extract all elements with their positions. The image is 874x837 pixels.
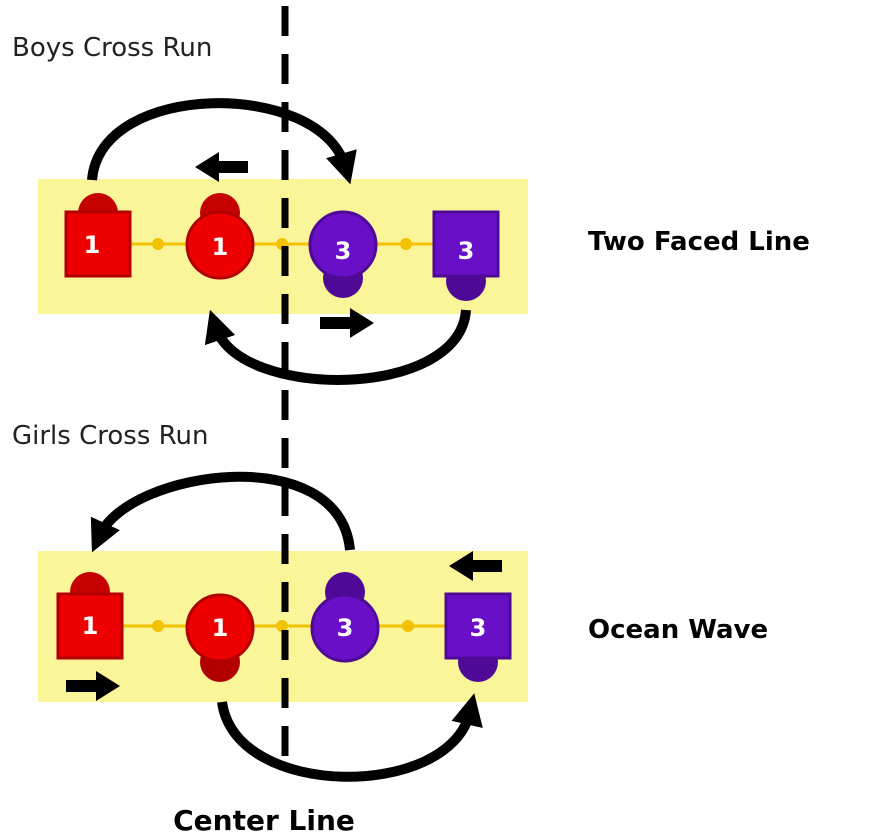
arrow-icon xyxy=(90,471,355,553)
arrow-icon xyxy=(217,693,483,782)
arrow-icon xyxy=(195,152,248,182)
girl-circle-icon: 1 xyxy=(185,593,255,682)
dancer-number: 1 xyxy=(82,612,99,640)
arrow-icon xyxy=(66,671,120,701)
arrow-icon xyxy=(87,98,357,185)
dancer-number: 3 xyxy=(337,614,354,642)
dancer-number: 3 xyxy=(470,614,487,642)
handhold-lines xyxy=(90,620,476,632)
section-two-faced-line: 1 1 3 3 Boys Cross Run Two Faced Line xyxy=(12,33,810,385)
center-line-label: Center Line xyxy=(173,804,355,837)
formation-label: Ocean Wave xyxy=(588,615,768,645)
boy-square-icon: 1 xyxy=(64,193,132,278)
run-label: Boys Cross Run xyxy=(12,33,212,63)
section-ocean-wave: 1 1 3 3 Girls Cross Run Ocean Wave xyxy=(12,421,768,782)
girl-circle-icon: 3 xyxy=(308,210,378,298)
formation-label: Two Faced Line xyxy=(588,227,810,257)
arrow-icon xyxy=(449,551,502,581)
dancer-number: 1 xyxy=(212,614,229,642)
run-label: Girls Cross Run xyxy=(12,421,209,451)
boy-square-icon: 3 xyxy=(432,210,500,301)
arrow-icon xyxy=(320,308,374,338)
arrow-icon xyxy=(204,309,471,385)
dancer-number: 1 xyxy=(84,231,101,259)
girl-circle-icon: 3 xyxy=(310,572,380,663)
girl-circle-icon: 1 xyxy=(185,193,255,280)
dancer-number: 3 xyxy=(335,237,352,265)
boy-square-icon: 3 xyxy=(444,592,512,682)
dancer-number: 1 xyxy=(212,233,229,261)
dancer-number: 3 xyxy=(458,237,475,265)
boy-square-icon: 1 xyxy=(56,572,124,660)
handhold-lines xyxy=(98,238,466,250)
